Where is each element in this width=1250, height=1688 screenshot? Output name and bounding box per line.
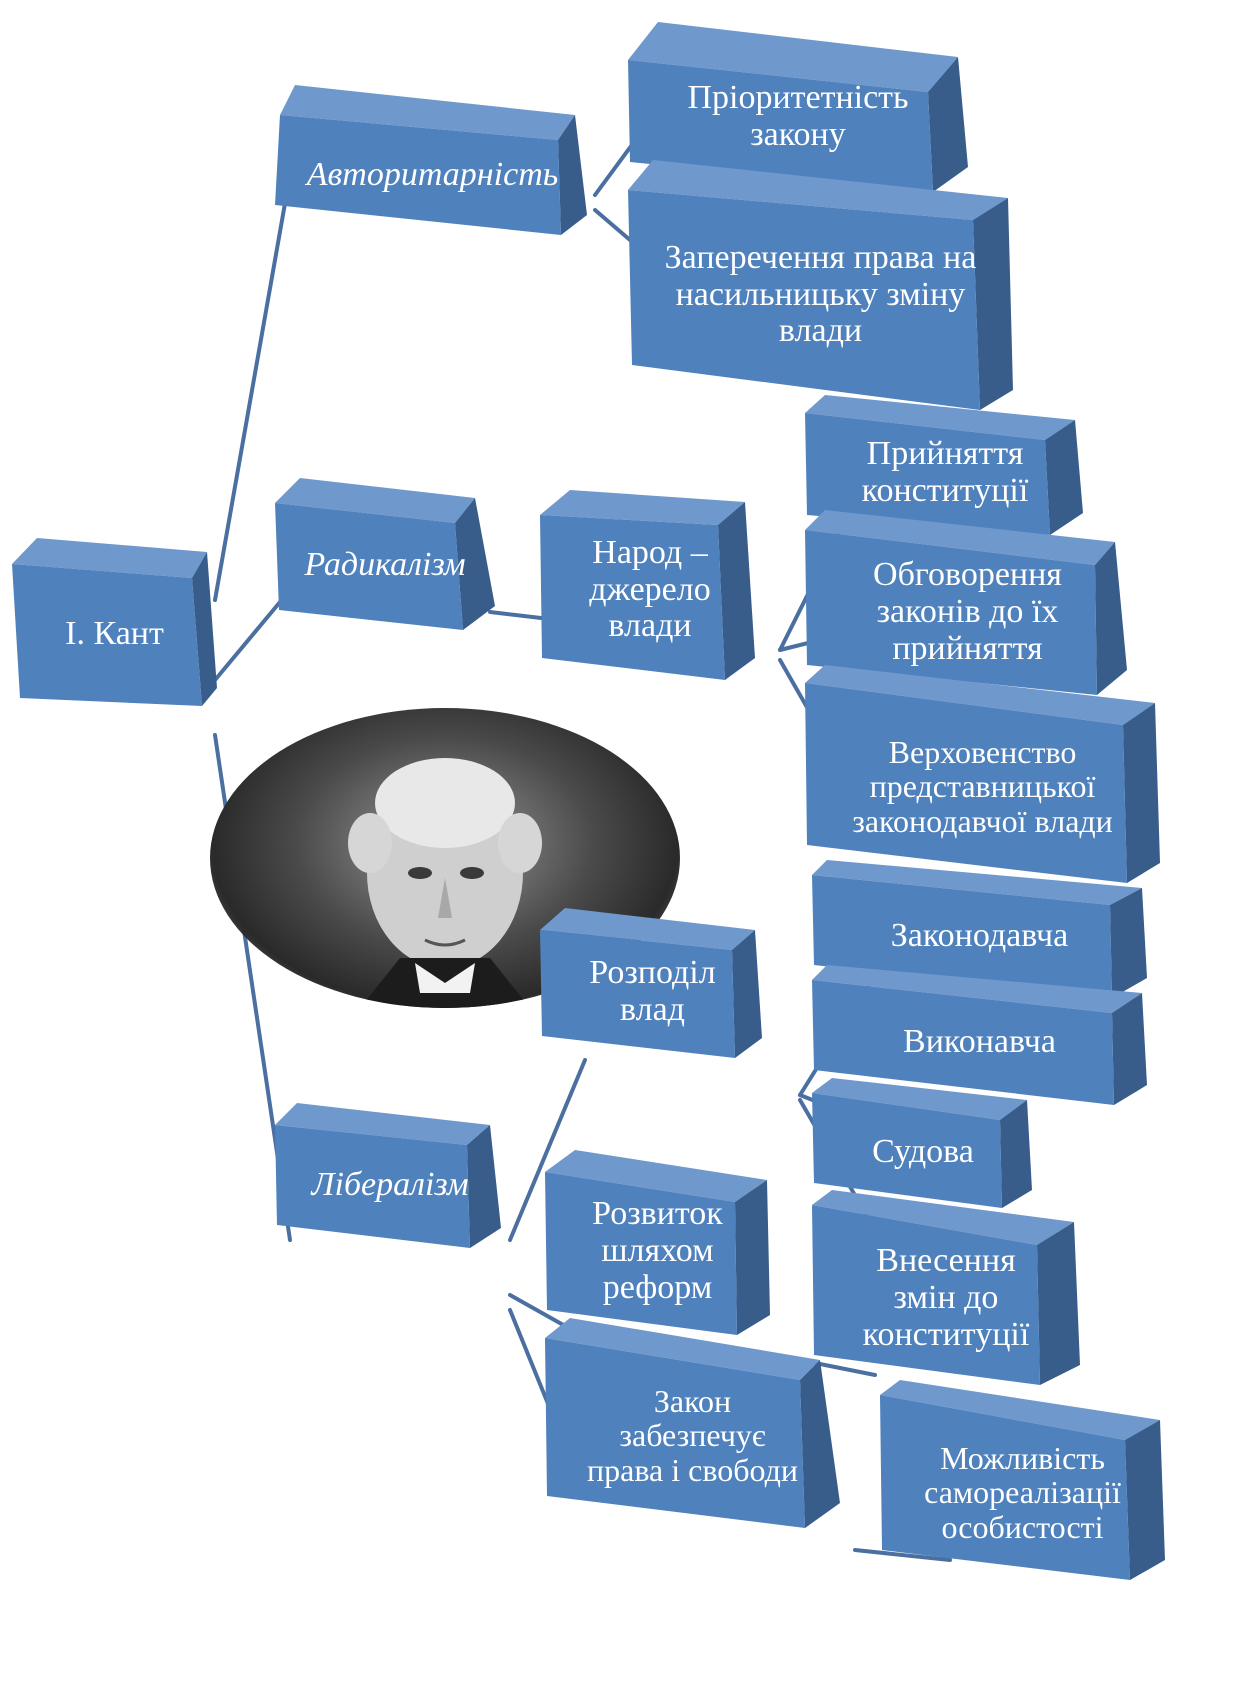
node-development-via-reforms: Розвиток шляхом реформ [545, 1150, 770, 1335]
node-label: Розвиток шляхом реформ [592, 1195, 723, 1306]
portrait-of-kant-image [210, 708, 680, 1008]
box-3d-shape [545, 1150, 770, 1335]
connector-lib-separation [508, 1058, 587, 1242]
box-3d-shape [545, 1318, 840, 1528]
branch-label: Лібералізм [311, 1166, 469, 1204]
branch-label: Авторитарність [306, 155, 559, 193]
box-3d-shape [12, 538, 217, 706]
node-priority-of-law: Пріоритетність закону [628, 22, 968, 192]
branch-liberalism: Лібералізм [275, 1103, 505, 1248]
box-3d-shape [805, 395, 1083, 535]
box-3d-shape [812, 1190, 1080, 1385]
node-self-realization: Можливість самореалізації особистості [880, 1380, 1165, 1580]
node-people-source-of-power: Народ – джерело влади [540, 490, 760, 680]
box-3d-shape [540, 908, 762, 1058]
node-label: Закон забезпечує права і свободи [587, 1382, 798, 1488]
branch-authoritarianism: Авторитарність [275, 85, 590, 235]
node-label: Верховенство представницької законодавчо… [852, 733, 1113, 839]
node-label: Виконавча [903, 1023, 1056, 1061]
branch-radicalism: Радикалізм [275, 478, 495, 630]
box-3d-shape [880, 1380, 1165, 1580]
node-label: Заперечення права на насильницьку зміну … [664, 238, 977, 350]
node-label: Можливість самореалізації особистості [924, 1439, 1121, 1545]
box-3d-shape [812, 860, 1147, 998]
node-label: Розподіл влад [589, 954, 716, 1028]
box-3d-shape [275, 85, 587, 235]
node-label: Внесення змін до конституції [862, 1242, 1030, 1353]
node-adoption-constitution: Прийняття конституції [805, 395, 1085, 535]
box-3d-shape [540, 490, 755, 680]
box-3d-shape [628, 160, 1013, 410]
node-label: Прийняття конституції [861, 434, 1029, 509]
node-constitutional-amendments: Внесення змін до конституції [812, 1190, 1080, 1385]
node-denial-violent-change: Заперечення права на насильницьку зміну … [628, 160, 1013, 410]
box-3d-shape [628, 22, 968, 192]
box-3d-shape [805, 665, 1160, 883]
node-label: Обговорення законів до їх прийняття [873, 556, 1062, 667]
box-3d-shape [275, 1103, 501, 1248]
connector-root-authoritarianism [213, 173, 292, 602]
box-3d-shape [275, 478, 495, 630]
node-label: Пріоритетність закону [687, 79, 909, 153]
box-3d-shape [805, 510, 1127, 695]
node-label: Народ – джерело влади [589, 533, 711, 645]
branch-label: Радикалізм [304, 545, 466, 583]
node-legislative: Законодавча [812, 860, 1147, 998]
box-3d-shape [812, 1078, 1032, 1208]
node-judicial: Судова [812, 1078, 1034, 1208]
portrait-figure-icon [348, 758, 542, 1008]
root-node-kant: І. Кант [12, 538, 217, 708]
connector-law-selfrealization [853, 1548, 952, 1562]
root-label: І. Кант [65, 614, 164, 652]
node-supremacy-of-legislature: Верховенство представницької законодавчо… [805, 665, 1160, 883]
connector-root-radicalism [213, 588, 292, 682]
node-label: Законодавча [890, 917, 1069, 955]
box-3d-shape [812, 965, 1147, 1105]
node-separation-of-powers: Розподіл влад [540, 908, 765, 1058]
node-label: Судова [872, 1132, 974, 1170]
node-discussion-of-laws: Обговорення законів до їх прийняття [805, 510, 1130, 695]
node-executive: Виконавча [812, 965, 1147, 1105]
node-law-ensures-rights: Закон забезпечує права і свободи [545, 1318, 840, 1528]
